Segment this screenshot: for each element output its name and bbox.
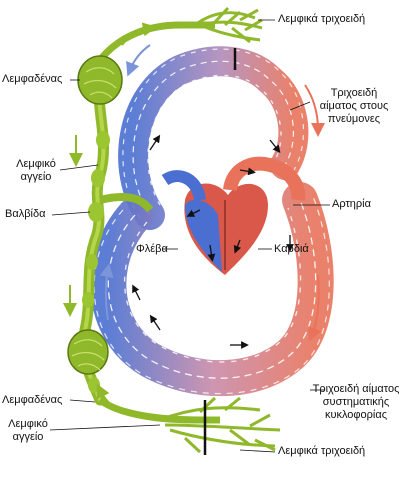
label-systemic-capillaries-line-3: κυκλοφορίας [324, 409, 388, 421]
label-lymph-node-bottom: Λεμφαδένας [2, 394, 63, 406]
label-lymph-node-top: Λεμφαδένας [2, 73, 63, 85]
label-lymph-vessel-bottom-line-1: Λεμφικό [8, 418, 48, 430]
inner-flow-arrows [132, 48, 294, 455]
label-systemic-capillaries-line-1: Τριχοειδή αίματος [312, 383, 400, 395]
label-lung-capillaries-line-1: Τριχοειδή [330, 87, 378, 99]
blood-flow-arrow [308, 274, 322, 342]
label-heart: Καρδιά [274, 243, 309, 255]
label-lymph-capillaries-bottom: Λεμφικά τριχοειδή [278, 445, 366, 457]
label-lymph-vessel-top-line-2: αγγείο [20, 171, 52, 183]
label-valve: Βαλβίδα [5, 208, 46, 220]
blood-flow-arrow [126, 44, 151, 77]
flow-arrows [63, 22, 325, 411]
lymph-flow-arrow [121, 22, 157, 46]
valve-bulge [88, 202, 104, 222]
label-lymph-vessel-top: Λεμφικό αγγείο [12, 158, 60, 184]
leader-lines [49, 19, 330, 453]
label-lymph-vessel-bottom-line-2: αγγείο [12, 431, 44, 443]
lymph-capillaries-top [194, 6, 263, 44]
blood-flow-arrow [304, 84, 325, 137]
label-lymph-capillaries-top: Λεμφικά τριχοειδή [278, 13, 366, 25]
lymph-capillaries-bottom [159, 396, 281, 454]
blood-flow-arrow [99, 263, 114, 321]
label-lymph-vessel-bottom: Λεμφικό αγγείο [4, 418, 52, 444]
lung-capillary-network [118, 46, 309, 230]
label-lymph-vessel-top-line-1: Λεμφικό [16, 158, 56, 170]
label-lung-capillaries-line-3: πνεύμονες [327, 113, 381, 125]
label-systemic-capillaries: Τριχοειδή αίματος συστηματικής κυκλοφορί… [306, 383, 406, 422]
label-vein: Φλέβα [136, 243, 168, 255]
label-artery: Αρτηρία [332, 198, 371, 210]
heart [161, 156, 306, 275]
lymph-flow-arrow [96, 383, 119, 411]
label-lung-capillaries: Τριχοειδή αίματος στους πνεύμονες [306, 87, 402, 126]
label-systemic-capillaries-line-2: συστηματικής [322, 396, 390, 408]
label-lung-capillaries-line-2: αίματος στους [319, 100, 389, 112]
systemic-capillary-network [90, 182, 334, 397]
